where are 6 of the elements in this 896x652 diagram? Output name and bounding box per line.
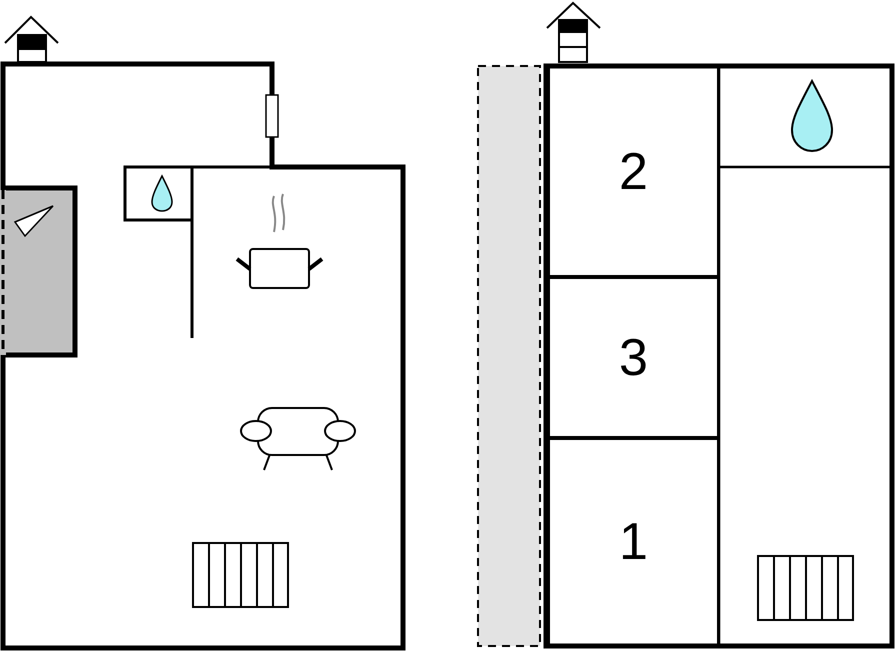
room-number: 3 <box>619 332 648 384</box>
room-area <box>548 277 719 438</box>
room-area <box>548 66 719 277</box>
room-number: 1 <box>619 516 648 568</box>
room-number: 2 <box>619 146 648 198</box>
room-area <box>548 438 719 646</box>
